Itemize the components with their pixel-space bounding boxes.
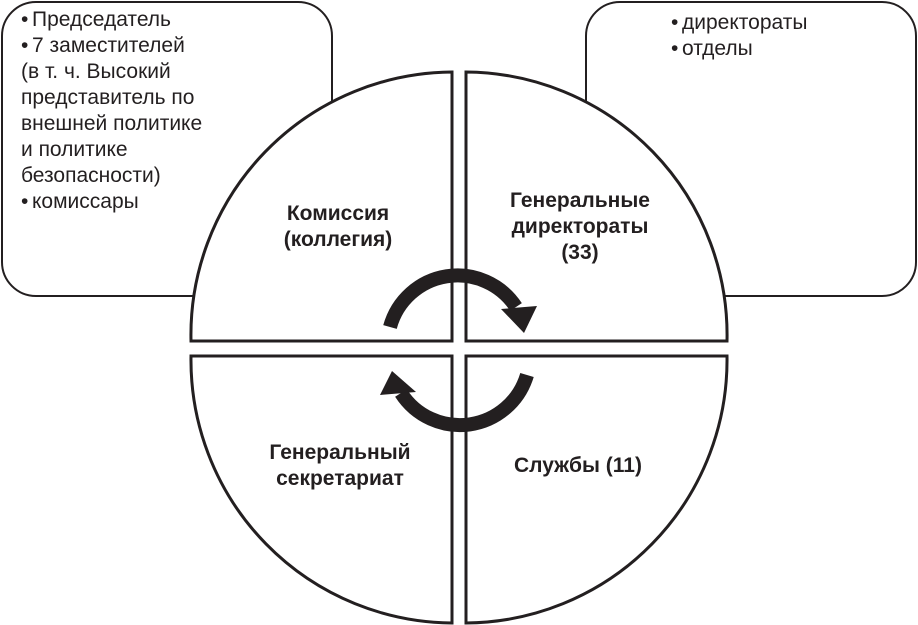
- quadrant-bottom-left: [189, 354, 454, 625]
- cycle-arrows: [380, 268, 537, 433]
- quadrant-bottom-right: [464, 354, 729, 625]
- secretariat-general-label-line: секретариат: [276, 467, 404, 490]
- left-callout-item-text: 7 заместителей: [32, 34, 185, 57]
- left-callout-item-text: (в т. ч. Высокий: [21, 60, 171, 83]
- circle-quadrants: [189, 70, 729, 625]
- secretariat-general-label: Генеральный секретариат: [240, 440, 440, 492]
- left-callout-item: представитель по: [21, 85, 202, 111]
- left-callout-item-text: и политике: [21, 138, 128, 161]
- left-callout-item: (в т. ч. Высокий: [21, 59, 202, 85]
- quadrant-top-left: [189, 70, 454, 343]
- quadrant-top-right: [464, 70, 729, 343]
- left-callout-item-text: безопасности): [21, 164, 161, 187]
- right-callout-item-text: директораты: [682, 11, 808, 34]
- directorates-general-label: Генеральные директораты (33): [480, 188, 680, 266]
- left-callout-item-text: Председатель: [32, 8, 171, 31]
- left-callout-item: и политике: [21, 137, 202, 163]
- services-label: Службы (11): [478, 453, 678, 479]
- left-callout-item: безопасности): [21, 163, 202, 189]
- services-label-line: Службы (11): [514, 454, 642, 477]
- cycle-arrow-top-head: [501, 306, 537, 333]
- left-callout-item: •7 заместителей: [21, 33, 202, 59]
- cycle-arrow-top-curve: [383, 268, 522, 330]
- right-callout-item-text: отделы: [682, 37, 753, 60]
- commission-label-line: (коллегия): [283, 228, 393, 251]
- left-callout-item-text: представитель по: [21, 86, 195, 109]
- cycle-arrow-bottom-curve: [395, 372, 534, 433]
- left-callout-item: внешней политике: [21, 111, 202, 137]
- directorates-general-label-line: (33): [561, 241, 599, 264]
- commission-label: Комиссия (коллегия): [248, 201, 428, 253]
- bullet-icon: •: [671, 11, 679, 34]
- left-callout-item-text: внешней политике: [21, 112, 203, 135]
- bullet-icon: •: [671, 37, 679, 60]
- bullet-icon: •: [21, 8, 29, 31]
- bullet-icon: •: [21, 34, 29, 57]
- cycle-arrow-bottom-head: [380, 371, 416, 395]
- directorates-general-label-line: Генеральные: [510, 189, 650, 212]
- left-callout-list: •Председатель•7 заместителей(в т. ч. Выс…: [21, 7, 202, 215]
- bullet-icon: •: [21, 190, 29, 213]
- left-callout-item: •комиссары: [21, 189, 202, 215]
- commission-label-line: Комиссия: [286, 202, 390, 225]
- left-callout-item-text: комиссары: [32, 190, 139, 213]
- right-callout-item: •директораты: [671, 10, 807, 36]
- directorates-general-label-line: директораты: [511, 215, 649, 238]
- right-callout-item: •отделы: [671, 36, 807, 62]
- left-callout-item: •Председатель: [21, 7, 202, 33]
- secretariat-general-label-line: Генеральный: [269, 441, 411, 464]
- right-callout-list: •директораты•отделы: [671, 10, 807, 62]
